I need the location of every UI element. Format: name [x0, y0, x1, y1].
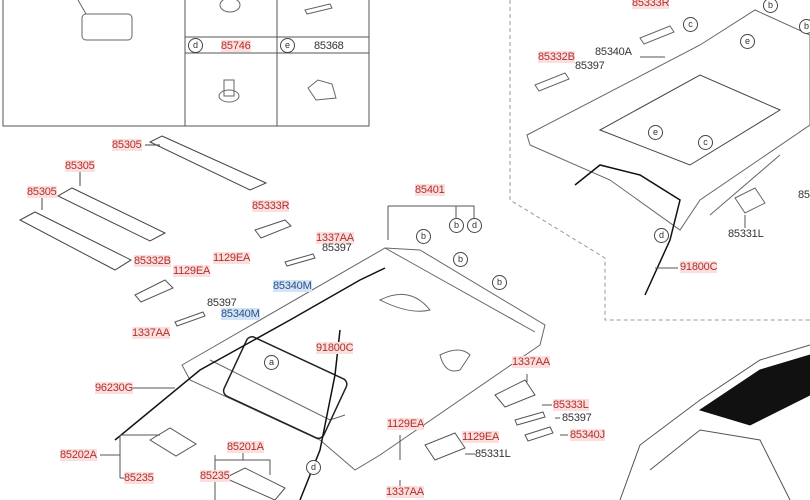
label-85-cut: 85 [798, 189, 810, 201]
label-85202A[interactable]: 85202A [60, 449, 97, 461]
label-85397[interactable]: 85397 [562, 412, 592, 424]
label-85397-sunroof[interactable]: 85397 [575, 60, 605, 72]
label-1337AA[interactable]: 1337AA [512, 356, 550, 368]
sunroof-harness [574, 164, 681, 296]
label-85333R[interactable]: 85333R [252, 200, 290, 212]
parts-icons-table [77, 0, 337, 103]
label-85397[interactable]: 85397 [207, 297, 237, 309]
label-1129EA[interactable]: 1129EA [462, 431, 500, 443]
label-85235[interactable]: 85235 [124, 472, 154, 484]
callout-d: d [654, 228, 669, 243]
callout-b: b [799, 19, 810, 34]
label-1337AA[interactable]: 1337AA [132, 327, 170, 339]
callout-e: e [740, 34, 755, 49]
legend-table-frame [2, 0, 370, 127]
label-85340M[interactable]: 85340M [221, 308, 260, 320]
label-85331L-sunroof[interactable]: 85331L [728, 228, 764, 240]
label-85340J[interactable]: 85340J [570, 429, 605, 441]
bracket-parts [134, 219, 554, 500]
label-85331L[interactable]: 85331L [475, 448, 511, 460]
callout-d: d [306, 460, 321, 475]
label-85305[interactable]: 85305 [112, 139, 142, 151]
sunroof-variant-frame [509, 0, 810, 321]
car-thumbnail [619, 344, 810, 500]
label-1129EA[interactable]: 1129EA [213, 252, 251, 264]
callout-b: b [453, 252, 468, 267]
label-85401[interactable]: 85401 [415, 184, 445, 196]
label-1129EA[interactable]: 1129EA [387, 418, 425, 430]
label-85333R-sunroof[interactable]: 85333R [632, 0, 670, 9]
leader-lines [100, 205, 568, 500]
label-91800C-sunroof[interactable]: 91800C [680, 261, 718, 273]
label-1337AA[interactable]: 1337AA [386, 486, 424, 498]
label-1129EA[interactable]: 1129EA [173, 265, 211, 277]
label-85397[interactable]: 85397 [322, 242, 352, 254]
main-headliner [181, 247, 546, 471]
sunroof-headliner [526, 9, 810, 231]
callout-b: b [763, 0, 778, 13]
label-85332B[interactable]: 85332B [134, 255, 171, 267]
label-85340A[interactable]: 85340A [595, 46, 632, 58]
label-85201A[interactable]: 85201A [227, 441, 264, 453]
callout-b: b [492, 275, 507, 290]
label-85235[interactable]: 85235 [200, 470, 230, 482]
label-85305[interactable]: 85305 [65, 160, 95, 172]
trim-strips [18, 135, 268, 271]
callout-b: b [416, 229, 431, 244]
callout-e: e [648, 125, 663, 140]
callout-b: b [449, 218, 464, 233]
callout-d: d [467, 218, 482, 233]
callout-c: c [683, 17, 698, 32]
callout-a: a [264, 355, 279, 370]
callout-c: c [698, 135, 713, 150]
label-85333L[interactable]: 85333L [553, 399, 589, 411]
legend-part-85746: 85746 [221, 40, 251, 52]
callout-d-legend: d [188, 38, 203, 53]
label-91800C[interactable]: 91800C [316, 342, 354, 354]
wiring-harness [114, 267, 386, 500]
label-85340M[interactable]: 85340M [273, 280, 312, 292]
legend-part-85368: 85368 [314, 40, 344, 52]
label-1337AA[interactable]: 1337AA [316, 232, 354, 244]
sunroof-leaders [640, 56, 746, 269]
label-96230G[interactable]: 96230G [95, 382, 133, 394]
label-85332B-sunroof[interactable]: 85332B [538, 51, 575, 63]
label-85305[interactable]: 85305 [27, 186, 57, 198]
callout-e-legend: e [280, 38, 295, 53]
